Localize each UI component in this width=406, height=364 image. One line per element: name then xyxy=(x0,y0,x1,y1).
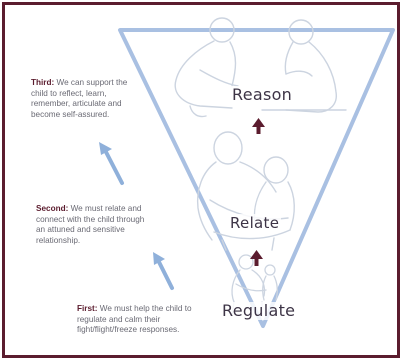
note-second-lead: Second: xyxy=(36,204,68,213)
note-first: First: We must help the child to regulat… xyxy=(77,304,209,336)
embracing-figures-icon xyxy=(198,132,295,250)
note-second: Second: We must relate and connect with … xyxy=(36,204,150,246)
inverted-triangle xyxy=(120,30,393,326)
stage-label-regulate: Regulate xyxy=(220,302,297,320)
note-third: Third: We can support the child to refle… xyxy=(31,78,143,120)
stage-label-relate: Relate xyxy=(228,214,281,232)
side-up-arrow-lower xyxy=(153,252,172,288)
center-up-arrow-lower xyxy=(250,250,263,266)
stage-label-reason: Reason xyxy=(230,86,294,104)
note-first-lead: First: xyxy=(77,304,97,313)
note-third-lead: Third: xyxy=(31,78,54,87)
center-up-arrow-upper xyxy=(252,118,265,134)
side-up-arrow-upper xyxy=(99,142,122,183)
